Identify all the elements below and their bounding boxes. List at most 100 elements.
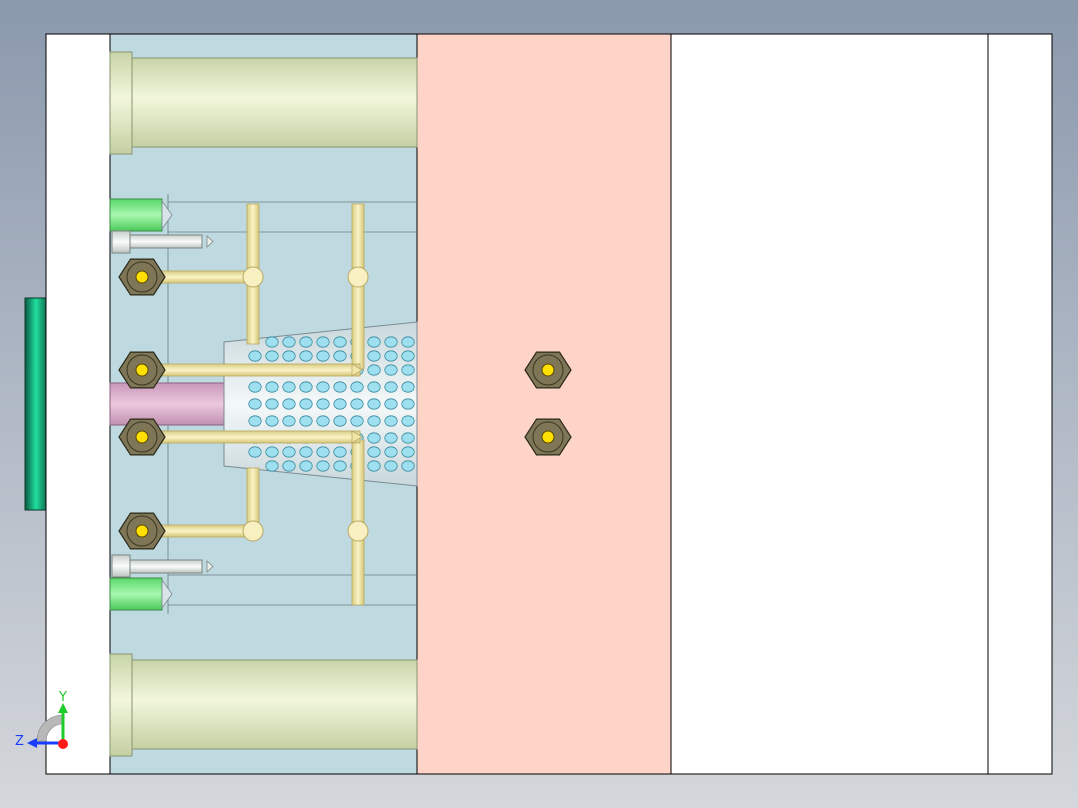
axis-triad[interactable]: Y Z <box>15 690 68 749</box>
core-hole <box>282 415 296 427</box>
core-hole <box>333 336 347 348</box>
core-hole <box>265 381 279 393</box>
hex-nut-hole <box>135 430 149 444</box>
guide-pillar-top[interactable] <box>109 51 418 155</box>
core-hole <box>401 364 415 376</box>
core-hole <box>316 415 330 427</box>
core-hole <box>316 446 330 458</box>
core-hole <box>299 398 313 410</box>
core-hole <box>265 350 279 362</box>
core-hole <box>282 381 296 393</box>
core-hole <box>316 398 330 410</box>
guide-pillar-bottom[interactable] <box>109 653 418 757</box>
core-hole <box>367 336 381 348</box>
core-hole <box>384 381 398 393</box>
cooling-pipe <box>159 270 257 284</box>
hex-nut-ring <box>532 354 564 386</box>
core-hole <box>384 446 398 458</box>
core-hole <box>248 398 262 410</box>
hex-nut <box>524 351 572 389</box>
locating-ring[interactable] <box>24 297 48 511</box>
core-hole <box>367 398 381 410</box>
core-hole <box>384 398 398 410</box>
x-axis-dot <box>58 739 68 749</box>
hex-nut-hole <box>541 430 555 444</box>
return-pin-bottom[interactable] <box>109 577 173 611</box>
core-hole <box>350 381 364 393</box>
core-hole <box>350 398 364 410</box>
support-plate[interactable] <box>670 33 989 775</box>
core-hole <box>282 446 296 458</box>
cooling-junction <box>242 266 264 288</box>
hex-nut-ring <box>126 261 158 293</box>
core-hole <box>282 336 296 348</box>
clamp-plate-bottom[interactable] <box>987 33 1053 775</box>
hex-nut-hole <box>541 363 555 377</box>
cooling-pipe <box>159 363 361 377</box>
hex-nut-ring <box>126 354 158 386</box>
core-hole <box>265 398 279 410</box>
z-axis-arrowhead <box>27 738 37 748</box>
hex-nut-hole <box>135 524 149 538</box>
core-plate[interactable] <box>416 33 672 775</box>
hex-nut <box>524 418 572 456</box>
core-hole <box>384 415 398 427</box>
core-hole <box>401 381 415 393</box>
cooling-junction <box>347 520 369 542</box>
core-hole <box>384 364 398 376</box>
core-hole <box>401 446 415 458</box>
core-hole <box>248 350 262 362</box>
cooling-junction <box>242 520 264 542</box>
core-hole <box>316 336 330 348</box>
core-hole <box>282 460 296 472</box>
core-holes <box>248 336 415 472</box>
cooling-pipe <box>159 524 257 538</box>
cooling-pipe <box>159 430 361 444</box>
core-hole <box>367 350 381 362</box>
core-hole <box>333 350 347 362</box>
core-hole <box>401 432 415 444</box>
core-hole <box>367 460 381 472</box>
cooling-junction <box>347 266 369 288</box>
z-axis-label: Z <box>15 734 24 749</box>
core-hole <box>384 336 398 348</box>
hex-nut-hole <box>135 363 149 377</box>
core-hole <box>265 336 279 348</box>
clamp-plate-top[interactable] <box>45 33 111 775</box>
core-hole <box>367 381 381 393</box>
cooling-plug <box>351 363 363 377</box>
core-hole <box>401 398 415 410</box>
hex-nut-hole <box>135 270 149 284</box>
hex-nut-ring <box>126 515 158 547</box>
core-hole <box>401 350 415 362</box>
return-pin-top[interactable] <box>109 198 173 232</box>
core-hole <box>299 446 313 458</box>
hex-nut <box>118 258 166 296</box>
cooling-plug <box>351 430 363 444</box>
screw-top[interactable] <box>111 230 214 254</box>
core-hole <box>333 398 347 410</box>
core-hole <box>316 381 330 393</box>
core-hole <box>299 460 313 472</box>
core-hole <box>248 446 262 458</box>
sprue-bushing[interactable] <box>109 382 226 426</box>
core-hole <box>299 415 313 427</box>
core-hole <box>367 446 381 458</box>
core-hole <box>282 398 296 410</box>
core-hole <box>265 415 279 427</box>
core-hole <box>333 460 347 472</box>
core-hole <box>299 350 313 362</box>
core-hole <box>401 460 415 472</box>
core-hole <box>333 415 347 427</box>
cooling-channels <box>159 203 369 606</box>
core-hole <box>384 432 398 444</box>
core-hole <box>367 415 381 427</box>
core-hole <box>248 415 262 427</box>
screw-bottom[interactable] <box>111 554 214 578</box>
core-hole <box>316 460 330 472</box>
core-hole <box>299 336 313 348</box>
y-axis-label: Y <box>58 690 67 705</box>
core-hole <box>384 350 398 362</box>
